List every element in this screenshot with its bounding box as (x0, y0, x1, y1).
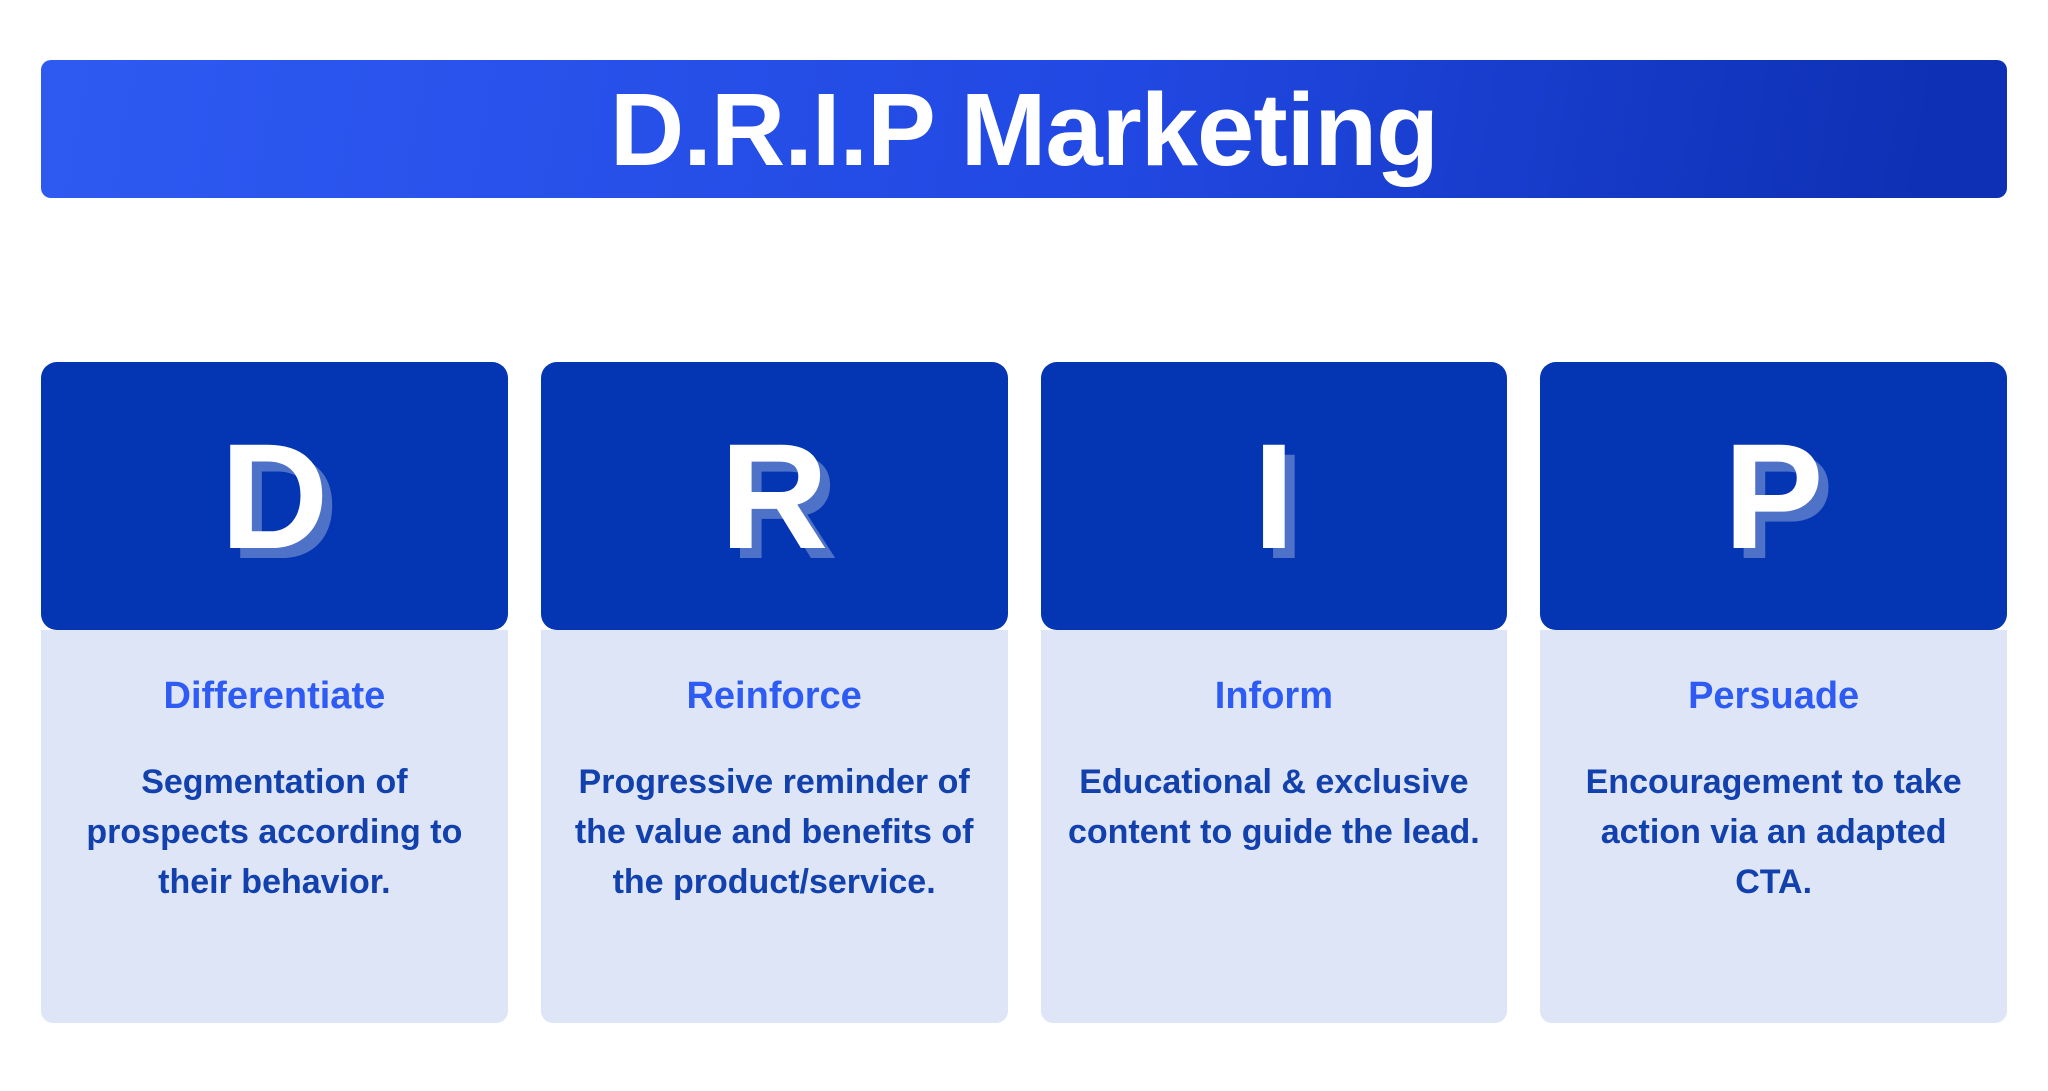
title-banner: D.R.I.P Marketing (41, 60, 2007, 198)
card-persuade-title: Persuade (1688, 675, 1860, 717)
letter-d: D (220, 412, 329, 580)
card-inform: I Inform Educational & exclusive content… (1040, 362, 1508, 1023)
card-inform-letter-panel: I (1040, 362, 1508, 630)
card-persuade-description: Encouragement to take action via an adap… (1585, 762, 1962, 901)
card-reinforce-title: Reinforce (686, 675, 862, 717)
card-differentiate-body: Differentiate Segmentation of prospects … (41, 630, 508, 1023)
card-inform-description: Educational & exclusive content to guide… (1067, 762, 1480, 851)
card-reinforce-letter-panel: R (540, 362, 1008, 630)
card-persuade: P Persuade Encouragement to take action … (1540, 362, 2007, 1023)
card-inform-title: Inform (1214, 675, 1333, 717)
page-title: D.R.I.P Marketing (609, 71, 1439, 187)
card-persuade-letter-panel: P (1540, 362, 2007, 630)
card-reinforce-body: Reinforce Progressive reminder of the va… (540, 630, 1008, 1023)
card-reinforce-description: Progressive reminder of the value and be… (574, 762, 974, 901)
letter-r: R (719, 412, 829, 580)
letter-i: I (1253, 412, 1295, 580)
card-persuade-body: Persuade Encouragement to take action vi… (1540, 630, 2007, 1023)
letter-p: P (1723, 412, 1824, 580)
card-row: D Differentiate Segmentation of prospect… (41, 362, 2007, 1023)
card-differentiate: D Differentiate Segmentation of prospect… (41, 362, 508, 1023)
card-reinforce: R Reinforce Progressive reminder of the … (540, 362, 1008, 1023)
card-differentiate-letter-panel: D (41, 362, 508, 630)
card-differentiate-description: Segmentation of prospects according to t… (86, 762, 463, 901)
card-differentiate-title: Differentiate (163, 675, 386, 717)
card-inform-body: Inform Educational & exclusive content t… (1040, 630, 1508, 1023)
